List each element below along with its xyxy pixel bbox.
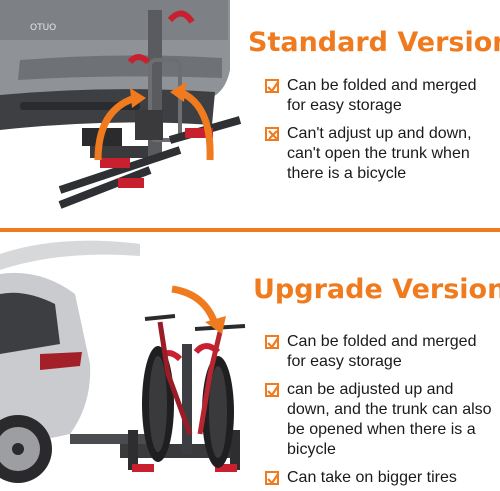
cross-icon [265, 127, 279, 141]
list-item: Can be folded and merged for easy storag… [265, 332, 497, 372]
list-item: can be adjusted up and down, and the tru… [265, 380, 497, 460]
standard-rack-photo: OTUO [0, 0, 242, 209]
check-icon [265, 471, 279, 485]
upgrade-version-panel: Upgrade Version Can be folded and merged… [0, 234, 500, 491]
list-item: Can be folded and merged for easy storag… [265, 76, 497, 116]
standard-feature-list: Can be folded and merged for easy storag… [265, 76, 497, 192]
list-item: Can't adjust up and down, can't open the… [265, 124, 497, 184]
section-divider [0, 228, 500, 232]
feature-text: can be adjusted up and down, and the tru… [287, 381, 492, 458]
check-icon [265, 335, 279, 349]
standard-version-heading: Standard Version [248, 27, 500, 58]
feature-text: Can be folded and merged for easy storag… [287, 333, 477, 370]
feature-text: Can't adjust up and down, can't open the… [287, 125, 472, 182]
svg-text:OTUO: OTUO [30, 23, 56, 33]
check-icon [265, 79, 279, 93]
upgrade-version-heading: Upgrade Version [253, 274, 500, 305]
list-item: Can take on bigger tires [265, 468, 497, 488]
feature-text: Can be folded and merged for easy storag… [287, 77, 477, 114]
feature-text: Can take on bigger tires [287, 469, 457, 486]
standard-version-panel: OTUO Standard Version Can [0, 0, 500, 230]
upgrade-rack-photo [0, 240, 246, 483]
upgrade-feature-list: Can be folded and merged for easy storag… [265, 332, 497, 491]
check-icon [265, 383, 279, 397]
